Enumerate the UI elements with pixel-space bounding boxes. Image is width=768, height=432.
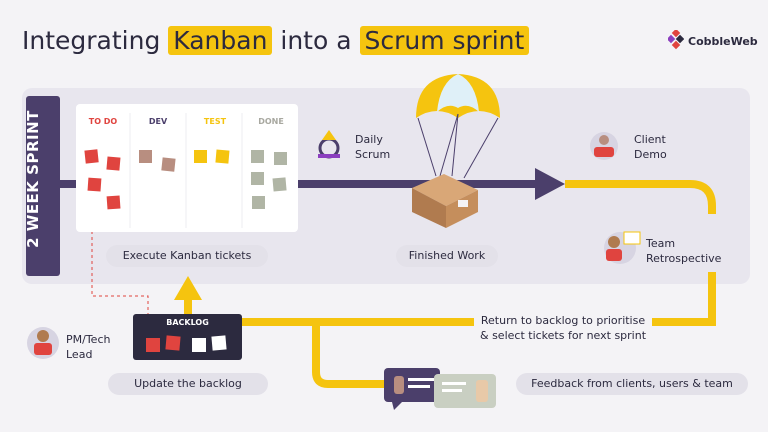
todo-note	[84, 149, 99, 164]
done-note	[251, 150, 264, 163]
done-note	[251, 172, 264, 185]
dev-note	[139, 150, 152, 163]
todo-note	[106, 195, 121, 210]
test-note	[194, 150, 207, 163]
package-box-icon	[412, 174, 478, 228]
client-demo-label: Client Demo	[634, 132, 667, 162]
title-highlight-kanban: Kanban	[168, 26, 273, 55]
sprint-flow-arrowhead	[535, 168, 565, 200]
cobbleweb-logo-icon	[668, 30, 684, 50]
team-retro-label: Team Retrospective	[646, 236, 721, 266]
client-demo-icon	[590, 132, 618, 160]
backlog-ticket-connector	[91, 216, 149, 322]
todo-note	[87, 177, 102, 192]
feedback-branch-line	[312, 322, 392, 388]
daily-scrum-label: Daily Scrum	[355, 132, 390, 162]
todo-note	[106, 156, 121, 171]
kanban-column-test: TEST	[203, 117, 227, 126]
dev-note	[161, 157, 176, 172]
feedback-loop-line	[565, 180, 716, 214]
brand-logo: CobbleWeb	[668, 30, 758, 52]
client-demo-label-line2: Demo	[634, 148, 667, 161]
test-note	[215, 149, 230, 164]
daily-scrum-label-line1: Daily	[355, 133, 383, 146]
finished-work-pill: Finished Work	[396, 245, 498, 267]
pm-tech-lead-label-line2: Lead	[66, 348, 93, 361]
title-highlight-scrum-sprint: Scrum sprint	[359, 26, 530, 55]
kanban-column-todo: TO DO	[88, 117, 118, 126]
page-title: Integrating Kanban into a Scrum sprint	[22, 26, 530, 55]
backlog-label: BACKLOG	[166, 318, 209, 327]
daily-scrum-label-line2: Scrum	[355, 148, 391, 161]
team-retro-label-line1: Team	[646, 237, 676, 250]
sprint-bar	[26, 96, 60, 276]
return-to-backlog-label: Return to backlog to prioritise & select…	[474, 313, 653, 343]
done-note	[272, 177, 287, 192]
retro-loop-line	[242, 272, 716, 326]
team-retro-icon	[604, 231, 641, 264]
team-retro-label-line2: Retrospective	[646, 252, 722, 265]
title-part-1: Integrating	[22, 26, 169, 55]
parachute-icon	[416, 74, 500, 179]
backlog-note	[165, 335, 181, 351]
return-to-backlog-line2: & select tickets for next sprint	[480, 329, 647, 342]
backlog-note	[192, 338, 206, 352]
backlog-note	[211, 335, 227, 351]
pm-tech-lead-label-line1: PM/Tech	[66, 333, 111, 346]
done-note	[252, 196, 265, 209]
return-to-backlog-line1: Return to backlog to prioritise	[480, 314, 646, 327]
chat-feedback-icon	[384, 368, 496, 410]
sprint-flow-line	[60, 180, 540, 188]
kanban-column-dev: DEV	[148, 117, 168, 126]
title-part-2: into a	[272, 26, 360, 55]
done-note	[274, 152, 287, 165]
backlog-note	[146, 338, 160, 352]
execute-kanban-pill: Execute Kanban tickets	[106, 245, 268, 267]
backlog-up-arrowhead	[174, 276, 202, 300]
pm-tech-lead-icon	[27, 327, 59, 359]
kanban-column-done: DONE	[258, 117, 284, 126]
brand-name: CobbleWeb	[688, 34, 758, 48]
pm-tech-lead-label: PM/Tech Lead	[66, 332, 110, 362]
daily-scrum-icon	[318, 130, 340, 159]
update-backlog-pill: Update the backlog	[108, 373, 268, 395]
client-demo-label-line1: Client	[634, 133, 666, 146]
feedback-pill: Feedback from clients, users & team	[516, 373, 748, 395]
